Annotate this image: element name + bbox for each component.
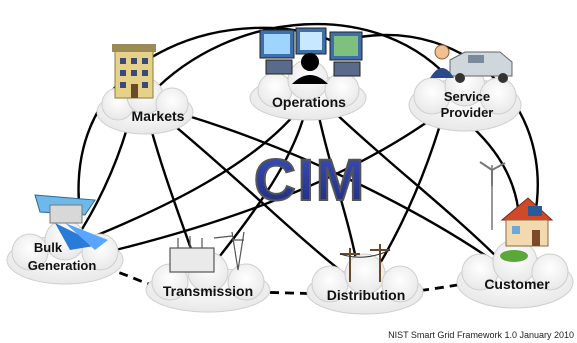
cloud-shape xyxy=(6,219,124,285)
node-operations: Operations xyxy=(249,27,367,121)
link-operations-customer xyxy=(331,109,506,266)
person-car-icon xyxy=(430,44,513,83)
nodes-layer: Markets Operations xyxy=(6,27,574,315)
cloud-shape xyxy=(456,239,574,309)
node-label-operations: Operations xyxy=(272,94,346,110)
cim-logo: CIM xyxy=(253,147,366,214)
node-bulk-generation: Bulk Generation xyxy=(6,194,124,285)
node-label-service-provider-line1: Service xyxy=(444,89,490,104)
dam-icon xyxy=(34,194,108,250)
substation-icon xyxy=(169,231,245,273)
node-service-provider: Service Provider xyxy=(408,44,522,132)
node-label-bulk-generation-line1: Bulk xyxy=(34,240,63,255)
cloud-shape xyxy=(249,59,367,121)
house-windturbine-icon xyxy=(479,161,554,262)
node-label-transmission: Transmission xyxy=(163,283,253,299)
node-label-bulk-generation-line2: Generation xyxy=(28,258,97,273)
power-pole-icon xyxy=(339,244,391,282)
source-caption: NIST Smart Grid Framework 1.0 January 20… xyxy=(388,330,574,340)
node-transmission: Transmission xyxy=(145,231,271,313)
link-markets-distribution xyxy=(169,121,351,279)
link-markets-bulk-generation xyxy=(74,124,130,241)
node-label-customer: Customer xyxy=(484,276,550,292)
node-customer: Customer xyxy=(456,161,574,309)
cloud-shape xyxy=(306,253,424,315)
node-markets: Markets xyxy=(96,44,194,135)
control-room-icon xyxy=(259,27,363,84)
node-label-distribution: Distribution xyxy=(327,287,406,303)
building-icon xyxy=(112,44,156,99)
link-service-provider-bulk-generation xyxy=(94,119,431,257)
node-label-service-provider-line2: Provider xyxy=(441,105,494,120)
dashed-link-transmission-distribution xyxy=(254,290,326,296)
cim-label: CIM xyxy=(254,148,366,213)
link-markets-customer xyxy=(184,113,496,263)
node-distribution: Distribution xyxy=(306,244,424,315)
link-markets-service-provider xyxy=(149,22,456,96)
node-label-markets: Markets xyxy=(132,108,185,124)
